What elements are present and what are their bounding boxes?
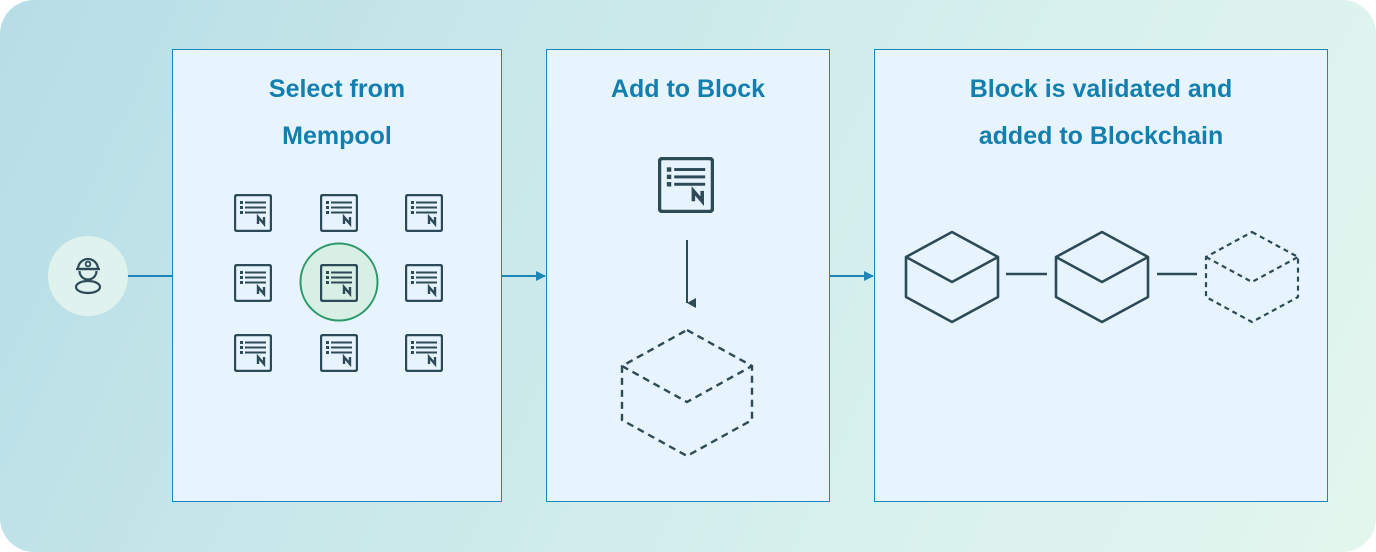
step-1-title: Select from Mempool bbox=[268, 75, 406, 150]
add-to-block-illustration bbox=[620, 157, 754, 458]
step-2-title: Add to Block bbox=[610, 75, 766, 103]
transaction-document-icon bbox=[234, 194, 272, 232]
blockchain-illustration bbox=[904, 230, 1300, 324]
step-3-title: Block is validated and added to Blockcha… bbox=[969, 75, 1233, 150]
step-select-from-mempool: Select from Mempool bbox=[172, 49, 502, 502]
dashed-block-cube-icon bbox=[620, 328, 754, 458]
miner-avatar bbox=[48, 236, 128, 316]
block-cube-icon bbox=[1054, 230, 1150, 324]
step-block-validated: Block is validated and added to Blockcha… bbox=[874, 49, 1328, 502]
transaction-document-icon bbox=[405, 264, 443, 302]
mempool-grid bbox=[234, 194, 443, 372]
transaction-document-icon bbox=[405, 194, 443, 232]
miner-icon bbox=[74, 257, 102, 295]
step-add-to-block: Add to Block bbox=[546, 49, 830, 502]
block-cube-icon bbox=[904, 230, 1000, 324]
transaction-document-icon bbox=[320, 334, 358, 372]
transaction-document-icon bbox=[320, 194, 358, 232]
dashed-block-cube-icon bbox=[1204, 230, 1300, 324]
transaction-document-icon bbox=[658, 157, 714, 213]
transaction-document-icon bbox=[405, 334, 443, 372]
transaction-document-icon bbox=[234, 264, 272, 302]
transaction-document-icon bbox=[234, 334, 272, 372]
